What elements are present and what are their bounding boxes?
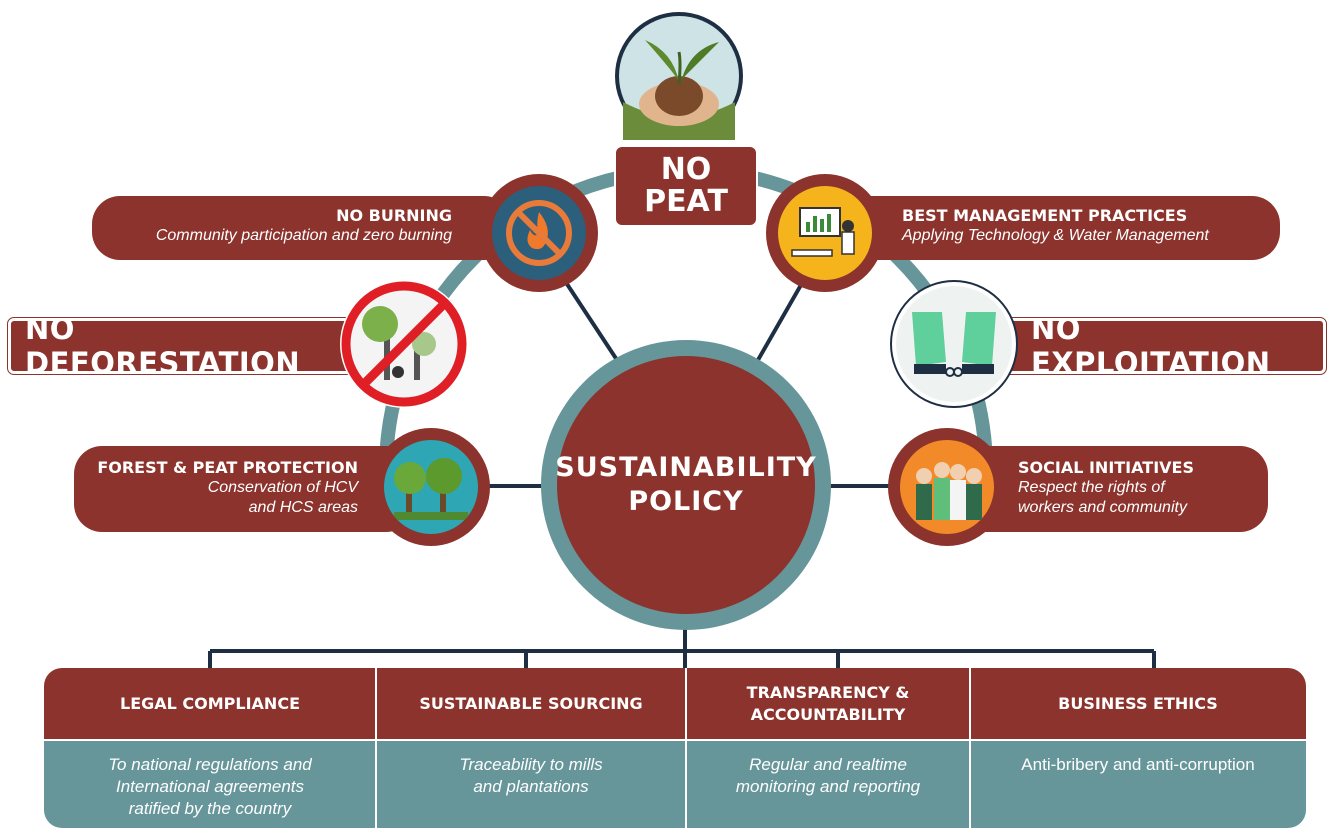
presentation-icon-ring	[766, 174, 884, 292]
pillar-business-ethics-title: BUSINESS ETHICS	[970, 668, 1306, 740]
trees-icon	[384, 440, 478, 534]
forest-protection-pill: FOREST & PEAT PROTECTION Conservation of…	[74, 446, 414, 532]
pillar-head-divider	[44, 739, 1306, 741]
no-deforestation-label: NO DEFORESTATION	[7, 312, 359, 380]
social-initiatives-subtitle-2: workers and community	[1018, 499, 1187, 516]
no-burning-pill: NO BURNING Community participation and z…	[92, 196, 512, 260]
community-people-icon	[900, 440, 994, 534]
pillar-divider-3	[969, 668, 971, 828]
no-exploitation-label: NO EXPLOITATION	[989, 312, 1327, 380]
forest-protection-subtitle-1: Conservation of HCV	[207, 479, 358, 496]
no-burning-subtitle: Community participation and zero burning	[155, 227, 452, 244]
center-title-line2: POLICY	[628, 486, 744, 517]
forest-protection-title: FOREST & PEAT PROTECTION	[97, 458, 358, 477]
social-initiatives-title: SOCIAL INITIATIVES	[1018, 458, 1194, 477]
trees-icon-ring	[372, 428, 490, 546]
community-people-icon-ring	[888, 428, 1006, 546]
no-peat-line1: NO	[660, 152, 712, 187]
pillar-divider-1	[375, 668, 377, 828]
broken-chains-icon	[890, 280, 1018, 408]
pillar-business-ethics-body: Anti-bribery and anti-corruption	[970, 740, 1306, 828]
pillar-divider-2	[685, 668, 687, 828]
no-fire-icon	[492, 186, 586, 280]
social-initiatives-subtitle-1: Respect the rights of	[1018, 479, 1165, 496]
pillar-sustainable-sourcing-title: SUSTAINABLE SOURCING	[376, 668, 686, 740]
no-peat-box: NO PEAT	[614, 145, 758, 227]
best-practices-title: BEST MANAGEMENT PRACTICES	[902, 206, 1188, 225]
center-title-line1: SUSTAINABILITY	[555, 452, 817, 483]
pillar-legal-compliance-body: To national regulations and Internationa…	[44, 740, 376, 828]
no-burning-title: NO BURNING	[336, 206, 452, 225]
presentation-icon	[778, 186, 872, 280]
no-deforestation-icon	[340, 280, 468, 408]
no-fire-icon-ring	[480, 174, 598, 292]
social-initiatives-pill: SOCIAL INITIATIVES Respect the rights of…	[954, 446, 1268, 532]
no-exploitation-text: NO EXPLOITATION	[1031, 312, 1271, 380]
no-peat-line2: PEAT	[644, 184, 728, 219]
pillar-legal-compliance-title: LEGAL COMPLIANCE	[44, 668, 376, 740]
best-practices-subtitle: Applying Technology & Water Management	[902, 227, 1209, 244]
center-circle: SUSTAINABILITY POLICY	[541, 340, 831, 630]
forest-protection-subtitle-2: and HCS areas	[248, 499, 358, 516]
pillar-transparency-body: Regular and realtime monitoring and repo…	[686, 740, 970, 828]
best-practices-pill: BEST MANAGEMENT PRACTICES Applying Techn…	[840, 196, 1280, 260]
hands-seedling-icon	[615, 12, 743, 140]
no-deforestation-text: NO DEFORESTATION	[25, 312, 301, 380]
pillar-sustainable-sourcing-body: Traceability to mills and plantations	[376, 740, 686, 828]
pillar-transparency-title: TRANSPARENCY & ACCOUNTABILITY	[686, 668, 970, 740]
